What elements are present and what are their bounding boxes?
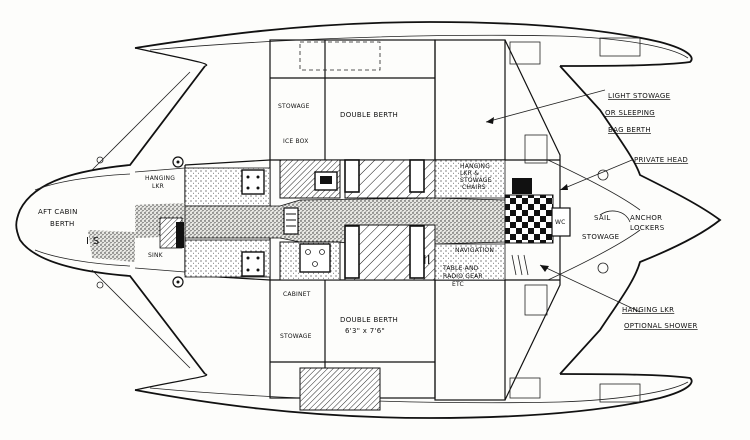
- label-hanging-fwd-2: LKR &: [460, 170, 479, 177]
- label-wc: WC: [555, 219, 566, 226]
- label-sail-stowage: STOWAGE: [582, 233, 619, 241]
- label-nav: NAVIGATION: [455, 247, 494, 254]
- callouts: LIGHT STOWAGE OR SLEEPING BAG BERTH PRIV…: [485, 89, 698, 330]
- label-roman-two: II: [423, 253, 431, 267]
- callout-hanging-lkr-2: OPTIONAL SHOWER: [624, 322, 698, 330]
- callout-private-head: PRIVATE HEAD: [634, 156, 688, 164]
- label-aft-berth: BERTH: [50, 220, 75, 228]
- label-cabinet: CABINET: [283, 291, 311, 298]
- label-stowage-top: STOWAGE: [278, 103, 310, 110]
- label-double-berth-bottom: DOUBLE BERTH: [340, 316, 398, 324]
- label-stowage-bottom: STOWAGE: [280, 333, 312, 340]
- label-table-2: RADIO GEAR: [443, 273, 483, 280]
- room-labels: AFT CABIN BERTH I S HANGING LKR SINK STO…: [38, 103, 665, 340]
- label-anchor: ANCHOR: [630, 214, 662, 222]
- label-ice-box: ICE BOX: [283, 138, 309, 145]
- callout-light-stowage-1: LIGHT STOWAGE: [608, 92, 670, 100]
- fixtures: [96, 156, 631, 289]
- label-table-1: TABLE AND: [442, 265, 479, 272]
- label-hanging-fwd-4: CHAIRS: [462, 184, 486, 191]
- label-sink-aft: SINK: [148, 252, 164, 259]
- label-aft-mark: I S: [86, 236, 99, 247]
- callout-hanging-lkr-1: HANGING LKR: [622, 306, 674, 314]
- label-hanging-aft: HANGING: [145, 175, 175, 182]
- label-hanging-fwd-3: STOWAGE: [460, 177, 492, 184]
- label-berth-size: 6'3" x 7'6": [345, 327, 385, 335]
- label-aft-cabin: AFT CABIN: [38, 208, 78, 216]
- label-sail: SAIL: [594, 214, 611, 222]
- label-hanging-aft-2: LKR: [152, 183, 164, 190]
- label-table-3: ETC: [452, 281, 464, 288]
- label-hanging-fwd-1: HANGING: [460, 163, 490, 170]
- callout-light-stowage-2: OR SLEEPING: [605, 109, 655, 117]
- callout-light-stowage-3: BAG BERTH: [608, 126, 651, 134]
- label-double-berth-top: DOUBLE BERTH: [340, 111, 398, 119]
- label-anchor-lockers: LOCKERS: [630, 224, 665, 232]
